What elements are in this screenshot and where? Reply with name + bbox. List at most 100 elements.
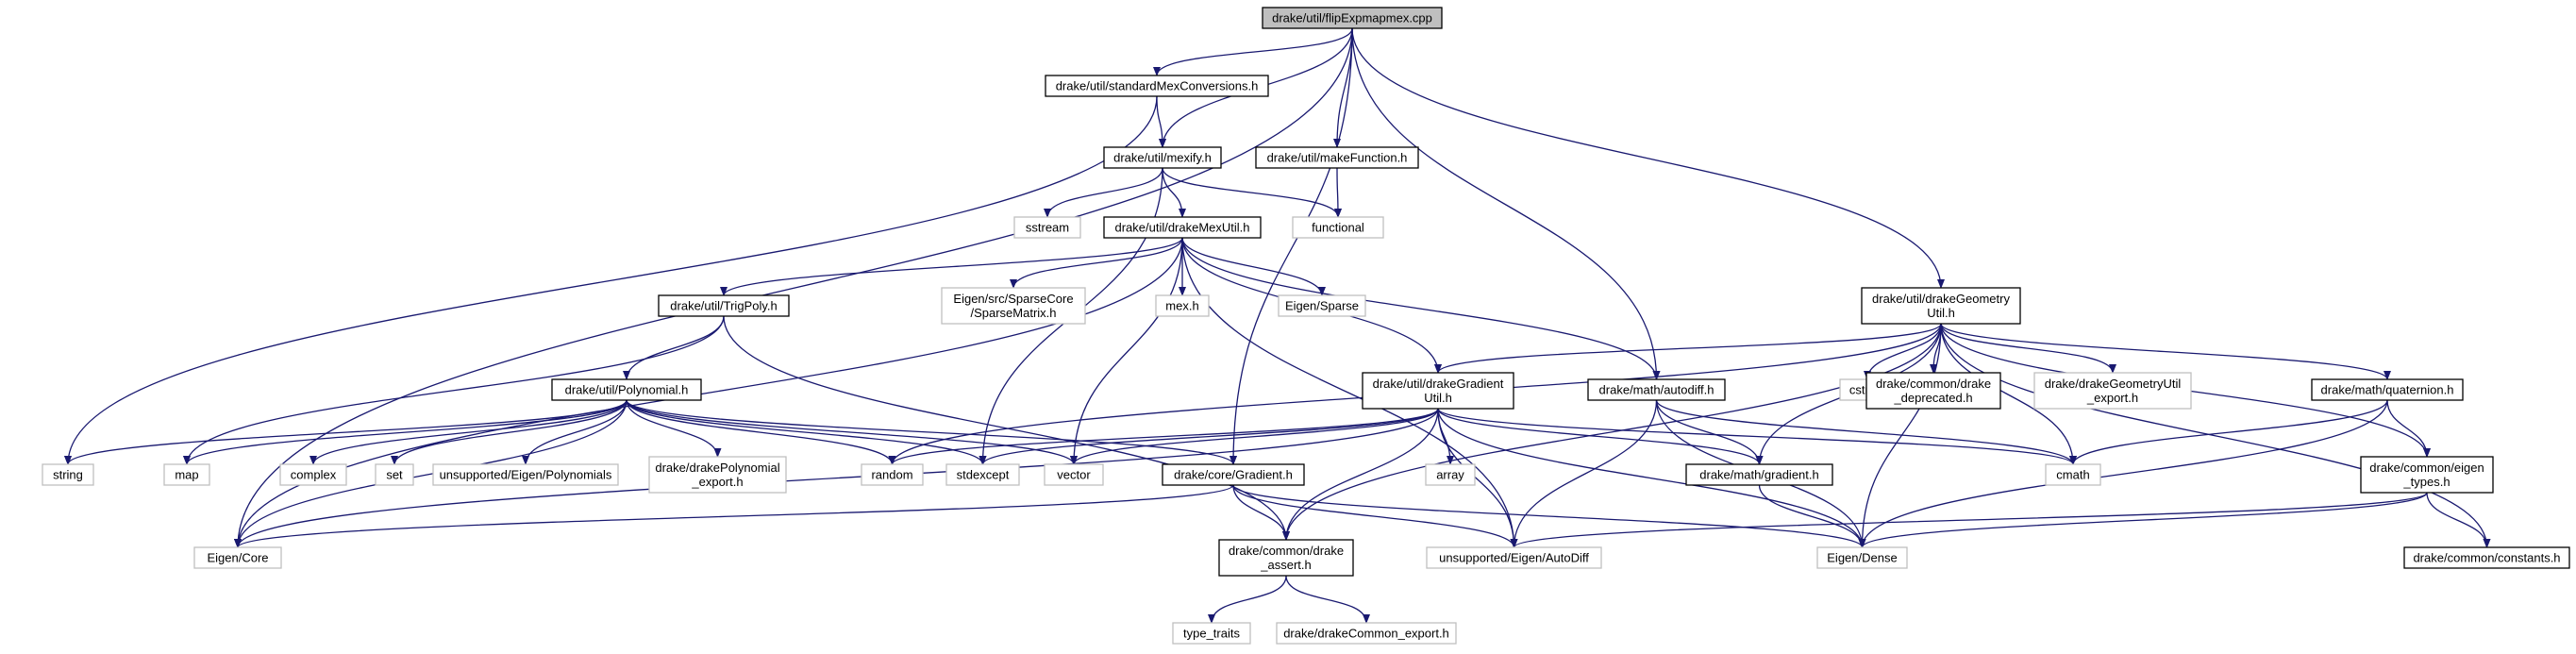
edge-drakemexutil-h-to-vector [1070,237,1183,465]
edge-makefunction-h-to-functional [1333,167,1342,218]
edge-drakegeometryutil-h-to-drake-assert-h [1282,323,1942,541]
node-cmath[interactable]: cmath [2045,463,2101,486]
node-label: type_traits [1183,627,1240,641]
node-label: drake/common/constants.h [2413,551,2560,565]
node-stdexcept[interactable]: stdexcept [945,463,1020,486]
node-label: Eigen/Core [207,551,268,565]
node-type-traits[interactable]: type_traits [1172,622,1251,645]
edge-flipexpmapmex-cpp-to-gradient-core-h [1229,27,1353,465]
node-sstream[interactable]: sstream [1013,216,1081,239]
edge-drake-assert-h-to-drakecommon-export-h [1285,575,1370,624]
edge-drakemexutil-h-to-eigen-core [234,237,1183,548]
edge-polynomial-h-to-string [64,399,627,465]
node-box [2403,546,2570,569]
node-label: string [53,468,83,482]
node-box [1362,372,1514,410]
node-label: drake/util/TrigPoly.h [670,299,777,313]
node-label: array [1436,468,1464,482]
node-gradient-core-h[interactable]: drake/core/Gradient.h [1162,463,1305,486]
node-box [375,463,414,486]
node-box [1426,546,1602,569]
node-eigen-polynomials[interactable]: unsupported/Eigen/Polynomials [432,463,619,486]
node-quaternion-h[interactable]: drake/math/quaternion.h [2311,378,2464,401]
node-box [1103,216,1262,239]
node-box [941,287,1086,325]
node-vector[interactable]: vector [1044,463,1104,486]
node-label: drake/util/drakeMexUtil.h [1114,221,1249,235]
node-math-gradient-h[interactable]: drake/math/gradient.h [1685,463,1833,486]
edge-quaternion-h-to-eigen-dense [1858,399,2388,548]
edge-flipexpmapmex-cpp-to-autodiff-h [1351,27,1661,380]
node-box [1685,463,1833,486]
node-eigen-types-h[interactable]: drake/common/eigen_types.h [2360,456,2494,494]
node-label: drake/common/eigen [2369,461,2484,475]
edge-drakemexutil-h-to-autodiff-h [1181,237,1661,380]
node-polynomial-h[interactable]: drake/util/Polynomial.h [551,378,702,401]
node-drakegeometryutil-export-h[interactable]: drake/drakeGeometryUtil_export.h [2033,372,2192,410]
node-drake-assert-h[interactable]: drake/common/drake_assert.h [1218,539,1354,577]
node-box [1278,294,1366,317]
node-flipexpmapmex-cpp[interactable]: drake/util/flipExpmapmex.cpp [1262,7,1443,29]
node-box [2045,463,2101,486]
node-drakepolynomial-export-h[interactable]: drake/drakePolynomial_export.h [648,456,787,494]
node-mex-h[interactable]: mex.h [1155,294,1210,317]
edge-drakegeometryutil-h-to-drakegeometryutil-export-h [1940,323,2116,374]
node-set[interactable]: set [375,463,414,486]
node-trigpoly-h[interactable]: drake/util/TrigPoly.h [658,294,790,317]
node-box [193,546,282,569]
edge-drakegradientutil-h-to-cmath [1437,408,2077,465]
node-box [1292,216,1384,239]
node-map[interactable]: map [163,463,210,486]
node-box [1262,7,1443,29]
node-eigen-autodiff[interactable]: unsupported/Eigen/AutoDiff [1426,546,1602,569]
node-label: drake/util/drakeGeometry [1872,292,2010,306]
edge-polynomial-h-to-set [391,399,627,465]
node-label: Eigen/Dense [1827,551,1897,565]
edge-polynomial-h-to-complex [309,399,627,465]
edge-mexify-h-to-functional [1162,167,1342,218]
edge-polynomial-h-to-drakepolynomial-export-h [626,399,722,458]
node-eigen-dense[interactable]: Eigen/Dense [1816,546,1908,569]
node-autodiff-h[interactable]: drake/math/autodiff.h [1587,378,1726,401]
node-random[interactable]: random [861,463,924,486]
node-complex[interactable]: complex [279,463,347,486]
node-label: _deprecated.h [1893,391,1972,405]
node-drake-deprecated-h[interactable]: drake/common/drake_deprecated.h [1865,372,2001,410]
edge-drake-assert-h-to-type-traits [1208,575,1287,624]
node-label: functional [1312,221,1364,235]
edge-polynomial-h-to-map [183,399,627,465]
node-mexify-h[interactable]: drake/util/mexify.h [1103,146,1222,169]
node-label: drake/util/mexify.h [1113,151,1212,165]
node-functional[interactable]: functional [1292,216,1384,239]
edge-quaternion-h-to-eigen-types-h [2386,399,2431,458]
node-box [432,463,619,486]
node-box [1218,539,1354,577]
node-eigen-sparse[interactable]: Eigen/Sparse [1278,294,1366,317]
node-standardmexconversions-h[interactable]: drake/util/standardMexConversions.h [1045,75,1269,97]
node-eigen-core[interactable]: Eigen/Core [193,546,282,569]
node-string[interactable]: string [42,463,94,486]
edge-drakegradientutil-h-to-vector [1070,408,1439,465]
node-drakemexutil-h[interactable]: drake/util/drakeMexUtil.h [1103,216,1262,239]
node-constants-h[interactable]: drake/common/constants.h [2403,546,2570,569]
node-box [1155,294,1210,317]
node-box [1162,463,1305,486]
node-box [1045,75,1269,97]
edge-drakegradientutil-h-to-stdexcept [979,408,1439,465]
node-box [1103,146,1222,169]
node-array[interactable]: array [1425,463,1476,486]
node-drakegeometryutil-h[interactable]: drake/util/drakeGeometryUtil.h [1861,287,2021,325]
node-box [551,378,702,401]
node-sparsematrix-h[interactable]: Eigen/src/SparseCore/SparseMatrix.h [941,287,1086,325]
node-makefunction-h[interactable]: drake/util/makeFunction.h [1255,146,1419,169]
edge-polynomial-h-to-gradient-core-h [626,399,1237,465]
edge-polynomial-h-to-stdexcept [626,399,987,465]
node-drakecommon-export-h[interactable]: drake/drakeCommon_export.h [1276,622,1457,645]
node-box [945,463,1020,486]
edges-layer [64,27,2491,624]
edge-drakegeometryutil-h-to-quaternion-h [1940,323,2391,380]
edge-polynomial-h-to-vector [626,399,1078,465]
node-label: drake/drakePolynomial [655,461,779,475]
